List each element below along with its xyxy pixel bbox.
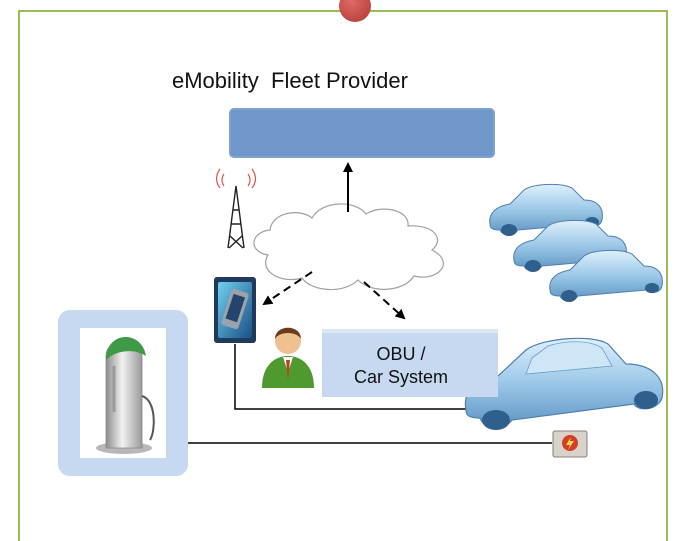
obu-label: OBU / Car System [322,343,480,389]
line-phone-to-car [234,344,468,410]
radio-tower-icon [215,168,257,249]
charging-socket-icon [552,430,588,458]
fleet-provider-box [229,108,495,158]
arrow-cloud-to-phone [262,271,313,306]
arrow-cloud-to-obu [363,281,406,320]
fleet-provider-title: eMobility Fleet Provider [172,68,408,93]
obu-box [322,329,498,397]
user-icon [262,327,314,388]
obu-label-line2: Car System [353,367,449,387]
smartphone-icon [214,277,256,343]
accent-dot [339,0,371,22]
charging-station-icon [80,328,166,458]
obu-label-line1: OBU / [376,344,426,364]
cloud-icon [253,203,444,291]
car-icon [464,337,664,430]
car-icon [549,249,663,302]
